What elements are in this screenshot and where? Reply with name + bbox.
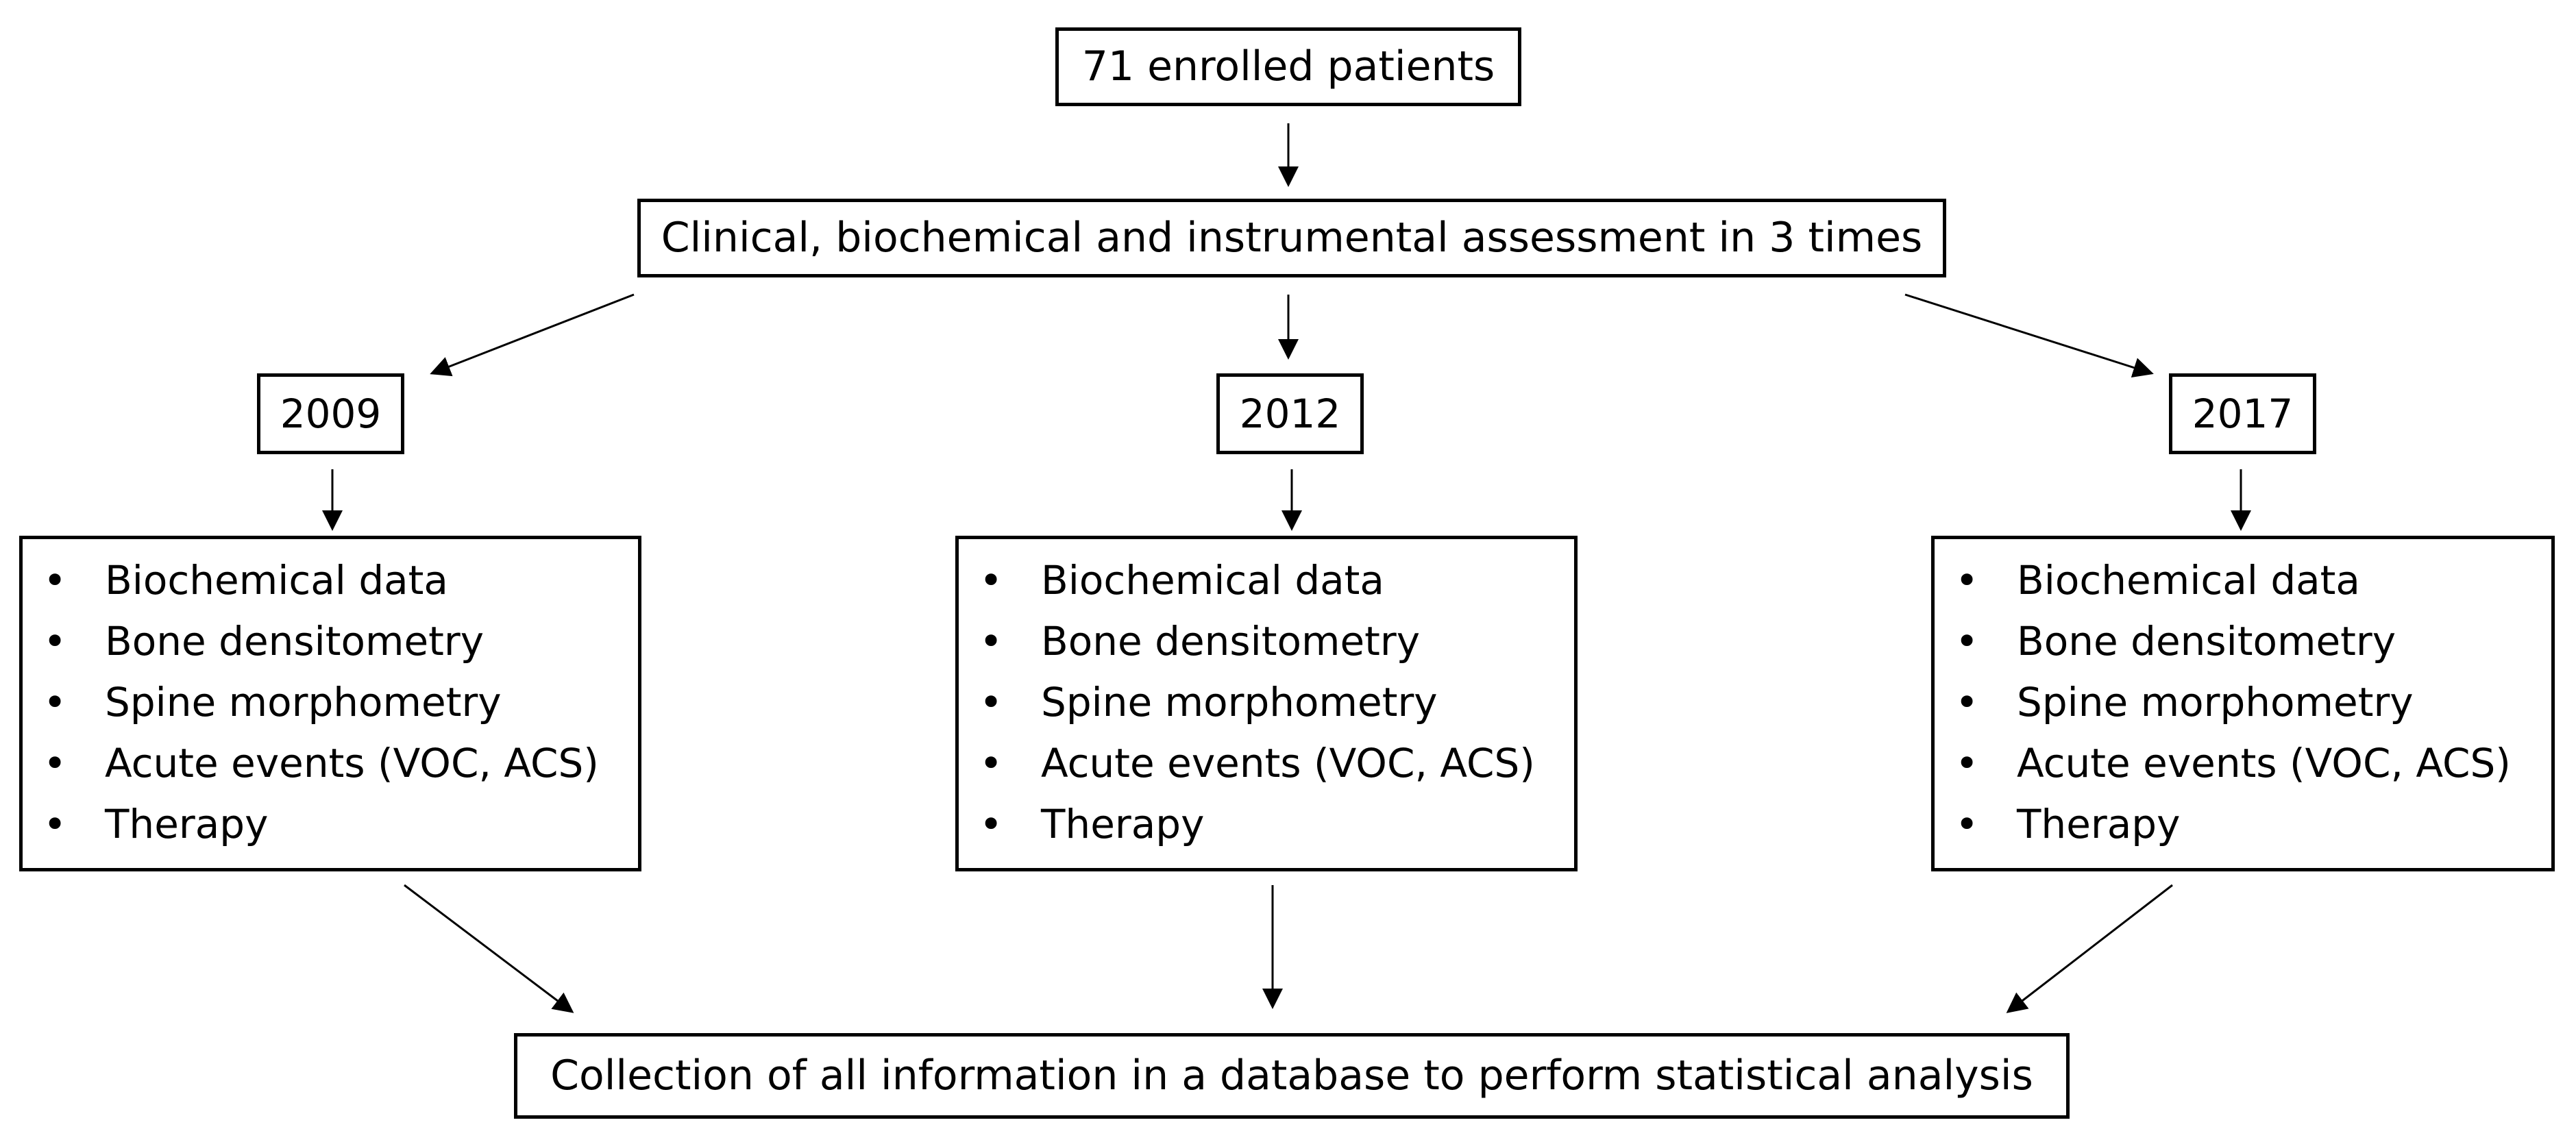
list-item: • Bone densitometry xyxy=(23,611,638,672)
list-item: • Acute events (VOC, ACS) xyxy=(959,733,1574,794)
list-item-text: Bone densitometry xyxy=(105,618,484,665)
bullet: • xyxy=(43,801,67,847)
assessment-list-2012: • Biochemical data • Bone densitometry • Sp… xyxy=(955,536,1578,871)
list-item: • Spine morphometry xyxy=(959,672,1574,733)
list-item: • Therapy xyxy=(959,794,1574,855)
list-item-text: Spine morphometry xyxy=(1041,679,1438,725)
year-box-2012: 2012 xyxy=(1216,373,1364,454)
list-item: • Biochemical data xyxy=(1935,550,2551,611)
list-item-text: Biochemical data xyxy=(2017,557,2360,604)
bullet: • xyxy=(979,618,1003,665)
collection-box: Collection of all information in a datab… xyxy=(514,1033,2070,1119)
year-label: 2017 xyxy=(2192,390,2294,437)
list-item-text: Therapy xyxy=(2017,801,2181,847)
year-label: 2009 xyxy=(280,390,382,437)
bullet: • xyxy=(43,679,67,725)
bullet: • xyxy=(979,740,1003,786)
list-item-text: Therapy xyxy=(1041,801,1205,847)
assessment-box: Clinical, biochemical and instrumental a… xyxy=(637,199,1946,277)
list-item-text: Spine morphometry xyxy=(105,679,502,725)
list-item-text: Biochemical data xyxy=(1041,557,1384,604)
assessment-label: Clinical, biochemical and instrumental a… xyxy=(661,214,1923,262)
list-item-text: Biochemical data xyxy=(105,557,448,604)
list-item: • Spine morphometry xyxy=(1935,672,2551,733)
list-item: • Spine morphometry xyxy=(23,672,638,733)
enrolled-patients-label: 71 enrolled patients xyxy=(1081,42,1495,90)
year-box-2017: 2017 xyxy=(2169,373,2316,454)
year-label: 2012 xyxy=(1239,390,1341,437)
list-item: • Therapy xyxy=(1935,794,2551,855)
list-item-text: Therapy xyxy=(105,801,269,847)
list-item: • Therapy xyxy=(23,794,638,855)
arrow-list-2017-to-collection xyxy=(2006,884,2173,1013)
list-item: • Bone densitometry xyxy=(959,611,1574,672)
list-item-text: Acute events (VOC, ACS) xyxy=(1041,740,1535,786)
list-item-text: Spine morphometry xyxy=(2017,679,2414,725)
assessment-list-2017: • Biochemical data • Bone densitometry • Sp… xyxy=(1931,536,2555,871)
list-item-text: Bone densitometry xyxy=(1041,618,1421,665)
assessment-list-2009: • Biochemical data • Bone densitometry • Sp… xyxy=(19,536,641,871)
bullet: • xyxy=(979,557,1003,604)
list-item: • Acute events (VOC, ACS) xyxy=(23,733,638,794)
list-item-text: Acute events (VOC, ACS) xyxy=(105,740,599,786)
bullet: • xyxy=(1955,740,1979,786)
bullet: • xyxy=(43,740,67,786)
arrow-list-2009-to-collection xyxy=(404,884,574,1013)
list-item: • Bone densitometry xyxy=(1935,611,2551,672)
arrow-assessment-to-2009 xyxy=(430,293,635,377)
bullet: • xyxy=(43,618,67,665)
list-item-text: Bone densitometry xyxy=(2017,618,2396,665)
arrow-assessment-to-2017 xyxy=(1904,293,2154,378)
bullet: • xyxy=(1955,679,1979,725)
enrolled-patients-box: 71 enrolled patients xyxy=(1055,27,1521,106)
assessment-items: • Biochemical data • Bone densitometry • Sp… xyxy=(23,550,638,855)
bullet: • xyxy=(979,679,1003,725)
bullet: • xyxy=(1955,557,1979,604)
collection-label: Collection of all information in a datab… xyxy=(550,1052,2033,1100)
list-item: • Biochemical data xyxy=(959,550,1574,611)
assessment-items: • Biochemical data • Bone densitometry • Sp… xyxy=(959,550,1574,855)
bullet: • xyxy=(1955,618,1979,665)
list-item: • Biochemical data xyxy=(23,550,638,611)
bullet: • xyxy=(979,801,1003,847)
list-item-text: Acute events (VOC, ACS) xyxy=(2017,740,2511,786)
assessment-items: • Biochemical data • Bone densitometry • Sp… xyxy=(1935,550,2551,855)
list-item: • Acute events (VOC, ACS) xyxy=(1935,733,2551,794)
year-box-2009: 2009 xyxy=(257,373,404,454)
bullet: • xyxy=(1955,801,1979,847)
bullet: • xyxy=(43,557,67,604)
